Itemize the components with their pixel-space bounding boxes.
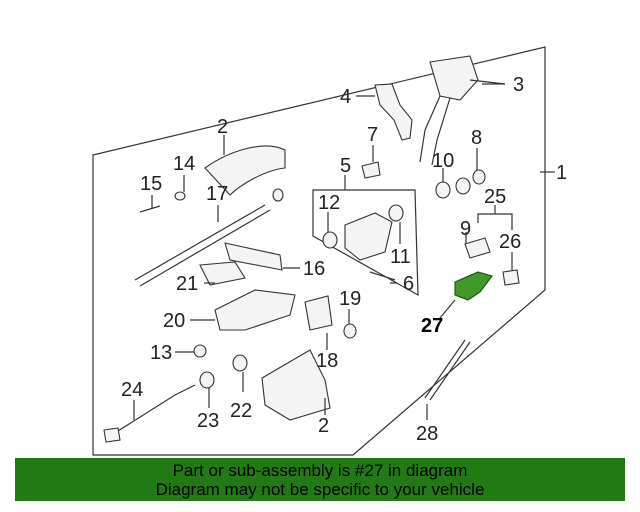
callout-14: 14 (173, 153, 195, 175)
callout-10: 10 (432, 150, 454, 172)
callout-7: 7 (367, 124, 378, 146)
callout-17: 17 (206, 183, 228, 205)
callout-3: 3 (513, 74, 524, 96)
callout-22: 22 (230, 400, 252, 422)
callout-21: 21 (176, 273, 198, 295)
part-27-highlight (454, 271, 493, 301)
callout-18: 18 (316, 350, 338, 372)
callout-15: 15 (140, 173, 162, 195)
callout-11: 11 (390, 246, 411, 268)
callout-1: 1 (556, 162, 567, 184)
banner-line-2: Diagram may not be specific to your vehi… (155, 480, 485, 499)
callout-12: 12 (318, 192, 340, 214)
callout-9: 9 (460, 218, 471, 240)
callout-28: 28 (416, 423, 438, 445)
subassembly-box-5 (312, 189, 419, 297)
callout-20: 20 (163, 310, 185, 332)
steering-column-diagram: 1 2 2 3 4 5 6 7 8 9 10 11 12 13 14 15 16… (92, 46, 567, 456)
callout-labels: 1 2 2 3 4 5 6 7 8 9 10 11 12 13 14 15 16… (121, 74, 567, 445)
callout-26: 26 (499, 231, 521, 253)
callout-16: 16 (303, 258, 325, 280)
callout-13: 13 (150, 342, 172, 364)
part-shapes (103, 55, 520, 443)
callout-6: 6 (403, 273, 414, 295)
leader-lines (133, 83, 555, 420)
callout-2-lower: 2 (318, 415, 329, 437)
info-banner: Part or sub-assembly is #27 in diagram D… (15, 458, 625, 501)
banner-line-1: Part or sub-assembly is #27 in diagram (172, 461, 468, 480)
callout-4: 4 (340, 86, 351, 108)
callout-25: 25 (484, 186, 506, 208)
callout-24: 24 (121, 379, 143, 401)
callout-27: 27 (421, 315, 443, 337)
callout-23: 23 (197, 410, 219, 432)
bracket-25 (477, 213, 513, 230)
callout-2-upper: 2 (217, 116, 228, 138)
callout-19: 19 (339, 288, 361, 310)
callout-5: 5 (340, 155, 351, 177)
callout-8: 8 (471, 127, 482, 149)
